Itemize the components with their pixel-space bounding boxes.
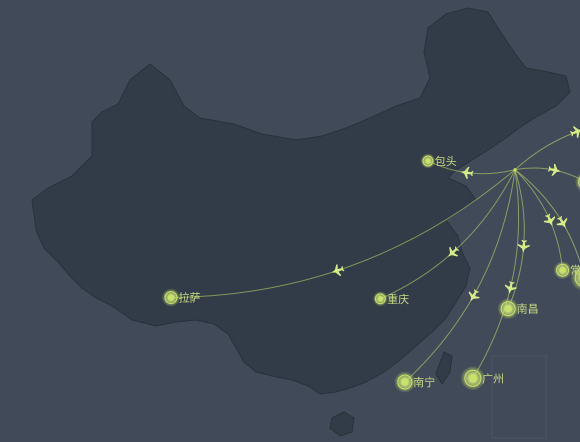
plane-icon bbox=[468, 289, 480, 302]
city-marker[interactable] bbox=[468, 373, 478, 383]
plane-icon bbox=[504, 280, 517, 294]
plane-icon bbox=[447, 246, 460, 257]
plane-icon bbox=[460, 166, 474, 179]
city-label: 重庆 bbox=[387, 292, 409, 306]
city-ring bbox=[500, 301, 516, 317]
city-label: 南昌 bbox=[517, 303, 539, 316]
city-marker[interactable] bbox=[504, 304, 512, 313]
city-marker[interactable] bbox=[559, 267, 566, 274]
route-line bbox=[514, 169, 564, 271]
city-ring bbox=[578, 177, 580, 187]
route-line bbox=[507, 169, 525, 309]
city-ring bbox=[464, 369, 482, 387]
city-ring bbox=[164, 291, 178, 305]
route-line bbox=[380, 169, 516, 300]
origin-marker bbox=[513, 168, 517, 172]
city-marker[interactable] bbox=[167, 294, 175, 301]
city-ring bbox=[422, 155, 434, 167]
south-china-sea-inset bbox=[491, 355, 547, 439]
city-label: 广州 bbox=[482, 372, 504, 385]
city-glow bbox=[574, 172, 580, 192]
city-label: 包头 bbox=[435, 155, 457, 168]
plane-icon bbox=[556, 215, 568, 229]
route-line bbox=[404, 169, 516, 383]
plane-icon bbox=[543, 213, 556, 227]
city-ring bbox=[374, 293, 386, 305]
route-line bbox=[472, 169, 520, 379]
city-label: 拉萨 bbox=[179, 291, 201, 305]
hainan-island bbox=[329, 411, 355, 437]
plane-icon bbox=[569, 126, 580, 139]
city-marker[interactable] bbox=[401, 378, 409, 386]
route-line bbox=[170, 169, 516, 299]
plane-icon bbox=[517, 239, 530, 253]
city-marker[interactable] bbox=[377, 296, 384, 302]
cities-layer: 长春包头大连常上海南昌重庆拉萨广州南宁 bbox=[161, 153, 580, 393]
china-land bbox=[31, 7, 571, 395]
taiwan-island bbox=[435, 351, 453, 385]
plane-icon bbox=[547, 163, 561, 176]
city-ring bbox=[397, 374, 413, 390]
city-ring bbox=[574, 269, 580, 287]
city-label: 南宁 bbox=[413, 375, 435, 389]
routes-layer bbox=[170, 126, 580, 383]
plane-icon bbox=[331, 264, 345, 277]
city-marker[interactable] bbox=[425, 158, 431, 164]
route-line bbox=[514, 130, 580, 171]
city-ring bbox=[556, 263, 570, 277]
route-line bbox=[514, 169, 580, 264]
